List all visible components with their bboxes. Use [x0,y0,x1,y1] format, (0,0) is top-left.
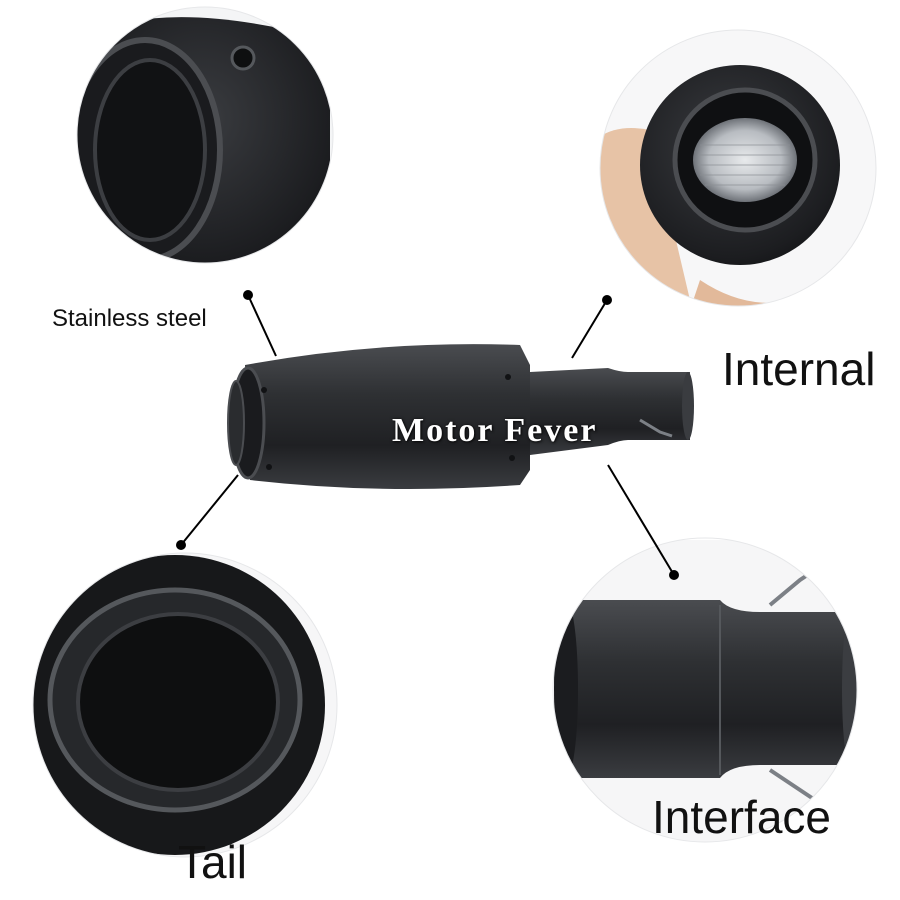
detail-tail [33,553,337,857]
detail-internal [600,30,876,306]
connector-interface [607,464,679,580]
label-interface: Interface [652,791,831,843]
label-internal: Internal [722,343,876,395]
connector-internal [571,295,612,359]
detail-stainless-steel [77,7,333,263]
label-stainless-steel: Stainless steel [52,305,207,332]
muffler-main [227,344,694,489]
connector-stainless-steel [243,290,277,357]
watermark-text: Motor Fever [392,412,598,449]
label-tail: Tail [178,836,248,888]
connector-tail [176,474,239,550]
